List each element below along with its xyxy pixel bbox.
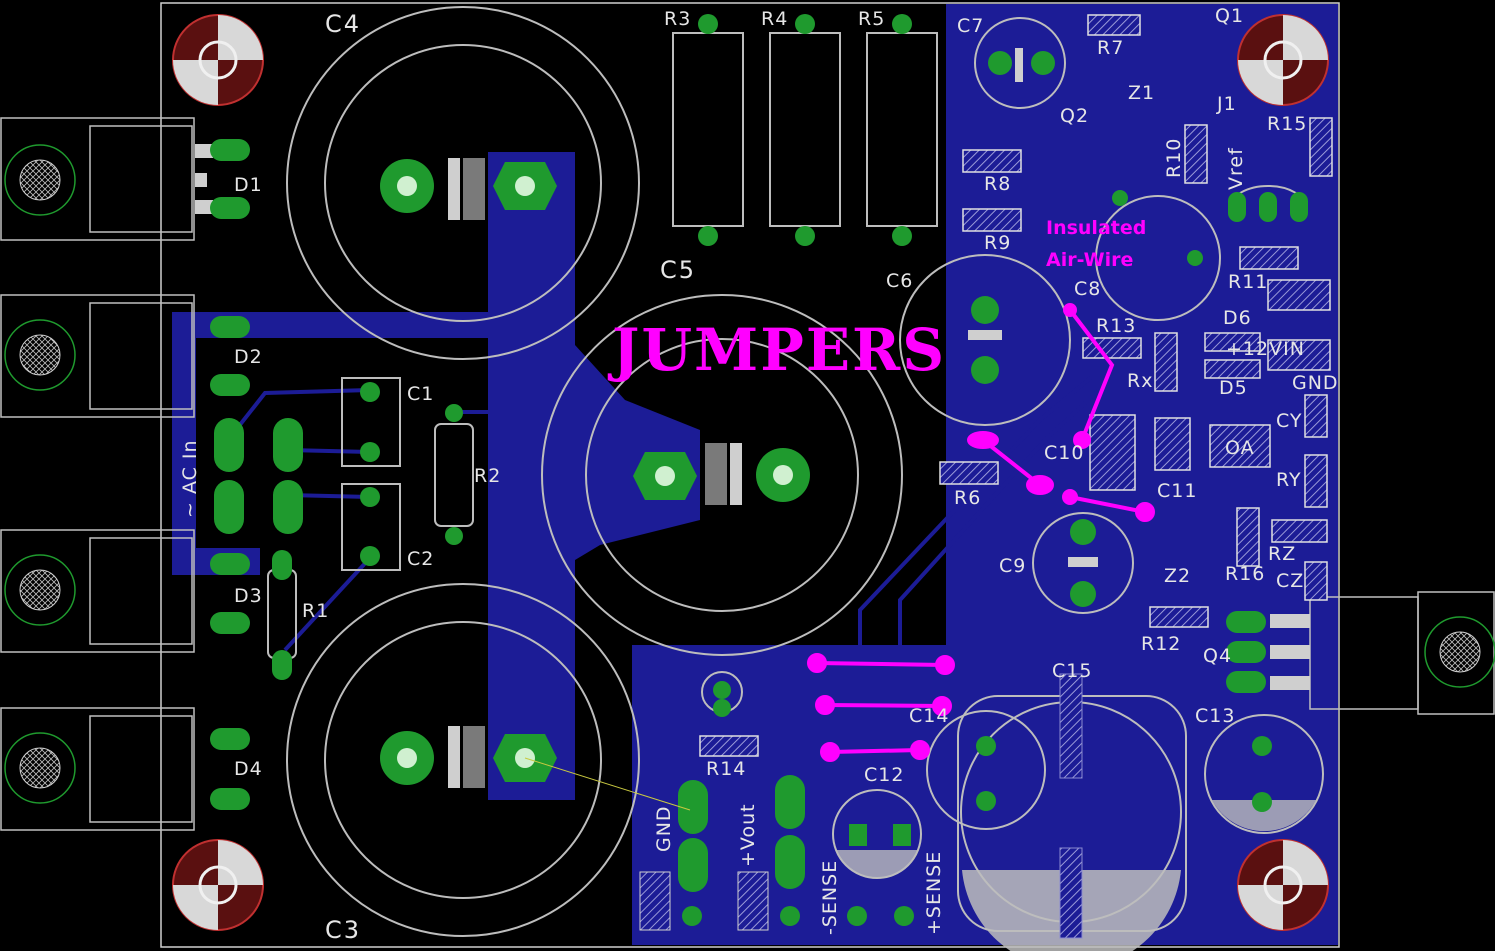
capacitor-c8 xyxy=(1095,190,1221,321)
label-c6: C6 xyxy=(886,270,913,292)
capacitor-c15 xyxy=(957,673,1187,951)
label-ac-in: ~ AC In xyxy=(179,439,201,518)
label-c2: C2 xyxy=(407,548,434,570)
label-cz: CZ xyxy=(1276,570,1304,592)
label-c4: C4 xyxy=(325,10,361,38)
jumper-wires xyxy=(807,303,1155,762)
transistor-q4 xyxy=(1226,591,1495,715)
label-r1: R1 xyxy=(302,600,329,622)
label-vout: +Vout xyxy=(737,803,759,867)
label-r15: R15 xyxy=(1267,113,1307,135)
resistor-r1 xyxy=(267,550,297,680)
ratsnest-line xyxy=(524,757,691,811)
capacitor-c4 xyxy=(286,6,640,360)
resistor-r5 xyxy=(866,14,938,246)
smd-parts xyxy=(699,14,1333,757)
label-r6: R6 xyxy=(954,487,981,509)
label-d3: D3 xyxy=(234,585,263,607)
label-r7: R7 xyxy=(1097,37,1124,59)
label-c9: C9 xyxy=(999,555,1026,577)
label-c14: C14 xyxy=(909,705,949,727)
capacitor-c12 xyxy=(832,789,922,879)
label-rz: RZ xyxy=(1268,543,1296,565)
label-r10: R10 xyxy=(1163,138,1185,178)
label-r16: R16 xyxy=(1225,563,1265,585)
label-q4: Q4 xyxy=(1203,645,1232,667)
label-12vin: +12VIN xyxy=(1226,338,1305,360)
output-pads xyxy=(639,671,914,931)
capacitor-c14 xyxy=(926,710,1046,830)
vref-regulator xyxy=(1228,185,1308,222)
label-r11: R11 xyxy=(1228,271,1268,293)
label-d4: D4 xyxy=(234,758,263,780)
label-gnd: GND xyxy=(653,805,675,852)
component-labels: C4 C3 C5 C6 C7 C8 C9 C10 C11 C12 C13 C14… xyxy=(179,5,1339,944)
capacitor-c6 xyxy=(899,254,1071,426)
label-c12: C12 xyxy=(864,764,904,786)
resistor-r4 xyxy=(769,14,841,246)
label-j1: J1 xyxy=(1216,93,1237,115)
label-r4: R4 xyxy=(761,8,788,30)
diode-d3 xyxy=(0,529,250,653)
label-rx: Rx xyxy=(1127,370,1153,392)
label-sense-neg: -SENSE xyxy=(819,860,841,935)
copper-trace-ac xyxy=(172,312,488,575)
label-r13: R13 xyxy=(1096,315,1136,337)
capacitor-c9 xyxy=(1032,512,1134,614)
label-oa: OA xyxy=(1225,437,1255,459)
capacitor-c1 xyxy=(341,377,401,467)
label-ry: RY xyxy=(1276,469,1302,491)
label-r5: R5 xyxy=(858,8,885,30)
label-c3: C3 xyxy=(325,916,361,944)
resistor-r2 xyxy=(434,404,474,545)
capacitor-c2 xyxy=(341,483,401,571)
capacitor-c13 xyxy=(1204,714,1324,834)
label-c11: C11 xyxy=(1157,480,1197,502)
mounting-hole-tr xyxy=(1237,14,1329,106)
board-outline xyxy=(160,2,1340,948)
label-c1: C1 xyxy=(407,383,434,405)
copper-trace-main xyxy=(488,152,700,800)
label-r8: R8 xyxy=(984,173,1011,195)
label-cy: CY xyxy=(1276,410,1303,432)
diode-d1 xyxy=(0,117,250,241)
label-q1: Q1 xyxy=(1215,5,1244,27)
label-d2: D2 xyxy=(234,346,263,368)
label-d1: D1 xyxy=(234,174,263,196)
label-gnd-right: GND xyxy=(1292,372,1339,394)
airwire-note-line1: Insulated xyxy=(1046,217,1146,239)
label-r14: R14 xyxy=(706,758,746,780)
label-sense-pos: +SENSE xyxy=(923,851,945,935)
label-c15: C15 xyxy=(1052,660,1092,682)
label-z2: Z2 xyxy=(1164,565,1191,587)
label-c13: C13 xyxy=(1195,705,1235,727)
capacitor-c5 xyxy=(541,294,903,656)
label-r9: R9 xyxy=(984,232,1011,254)
label-z1: Z1 xyxy=(1128,82,1155,104)
label-r12: R12 xyxy=(1141,633,1181,655)
label-c5: C5 xyxy=(660,256,696,284)
diode-d4 xyxy=(0,707,250,831)
label-d6: D6 xyxy=(1223,307,1252,329)
capacitor-c3 xyxy=(286,583,640,937)
label-d5: D5 xyxy=(1219,377,1248,399)
resistor-r3 xyxy=(672,14,744,246)
label-c8: C8 xyxy=(1074,278,1101,300)
label-r2: R2 xyxy=(474,465,501,487)
mounting-hole-tl xyxy=(172,14,264,106)
airwire-note-line2: Air-Wire xyxy=(1046,249,1133,271)
ac-input-pads xyxy=(214,418,303,534)
label-vref: Vref xyxy=(1225,147,1247,190)
diode-d2 xyxy=(0,294,250,418)
label-c7: C7 xyxy=(957,15,984,37)
mounting-hole-br xyxy=(1237,839,1329,931)
jumpers-banner: JUMPERS xyxy=(607,316,946,384)
label-c10: C10 xyxy=(1044,442,1084,464)
label-r3: R3 xyxy=(664,8,691,30)
mounting-hole-bl xyxy=(172,839,264,931)
label-q2: Q2 xyxy=(1060,105,1089,127)
capacitor-c7 xyxy=(974,17,1066,109)
